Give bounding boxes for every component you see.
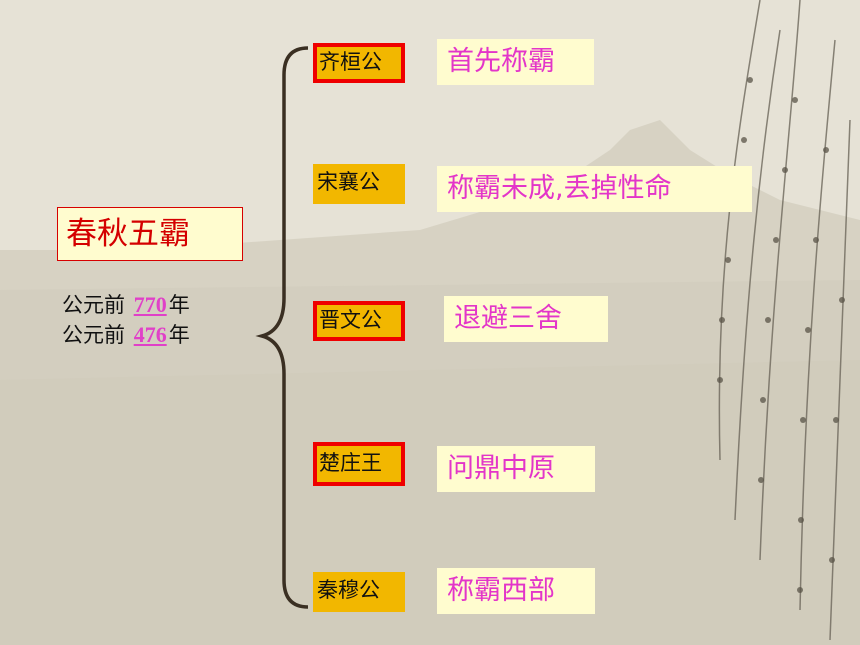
hegemon-name-qin: 秦穆公 <box>313 572 405 612</box>
hegemon-name-jin: 晋文公 <box>313 301 405 341</box>
end-year: 公元前 476年 <box>62 322 190 347</box>
hegemon-desc-qin: 称霸西部 <box>437 568 595 614</box>
hegemon-desc-chu: 问鼎中原 <box>437 446 595 492</box>
hegemon-desc-song: 称霸未成,丢掉性命 <box>437 166 752 212</box>
topic-title: 春秋五霸 <box>57 207 243 261</box>
brace <box>255 46 309 609</box>
hegemon-desc-qi: 首先称霸 <box>437 39 594 85</box>
start-year: 公元前 770年 <box>62 292 190 317</box>
hegemon-name-qi: 齐桓公 <box>313 43 405 83</box>
hegemon-name-chu: 楚庄王 <box>313 442 405 486</box>
hegemon-name-song: 宋襄公 <box>313 164 405 204</box>
year-range: 公元前 770年 公元前 476年 <box>62 290 190 350</box>
hegemon-desc-jin: 退避三舍 <box>444 296 608 342</box>
